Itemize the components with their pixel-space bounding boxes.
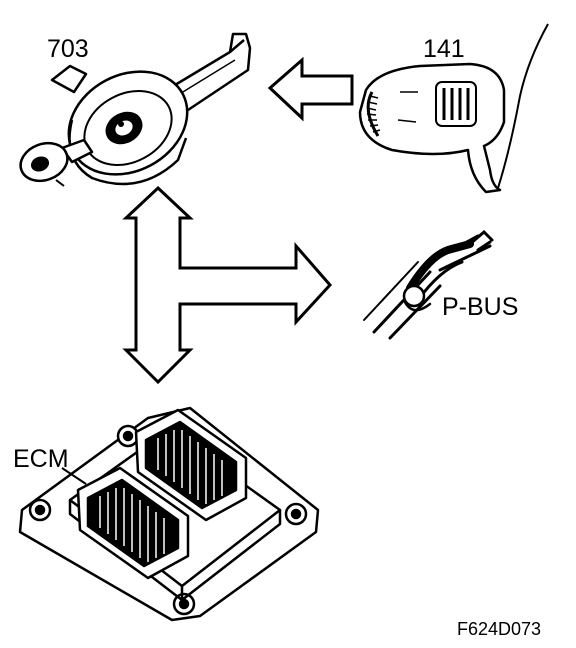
label-ecm: ECM [13, 445, 69, 473]
ecm-module [18, 406, 320, 622]
arrow-141-to-703 [267, 56, 354, 122]
label-141: 141 [423, 35, 465, 63]
arrow-703-ecm-pbus [122, 185, 333, 385]
ignition-switch-703 [19, 32, 252, 187]
label-pbus: P-BUS [442, 293, 519, 321]
stalk-switch-141 [358, 23, 549, 194]
label-703: 703 [47, 35, 89, 63]
pbus-harness [363, 229, 494, 340]
figure-code: F624D073 [457, 619, 542, 639]
